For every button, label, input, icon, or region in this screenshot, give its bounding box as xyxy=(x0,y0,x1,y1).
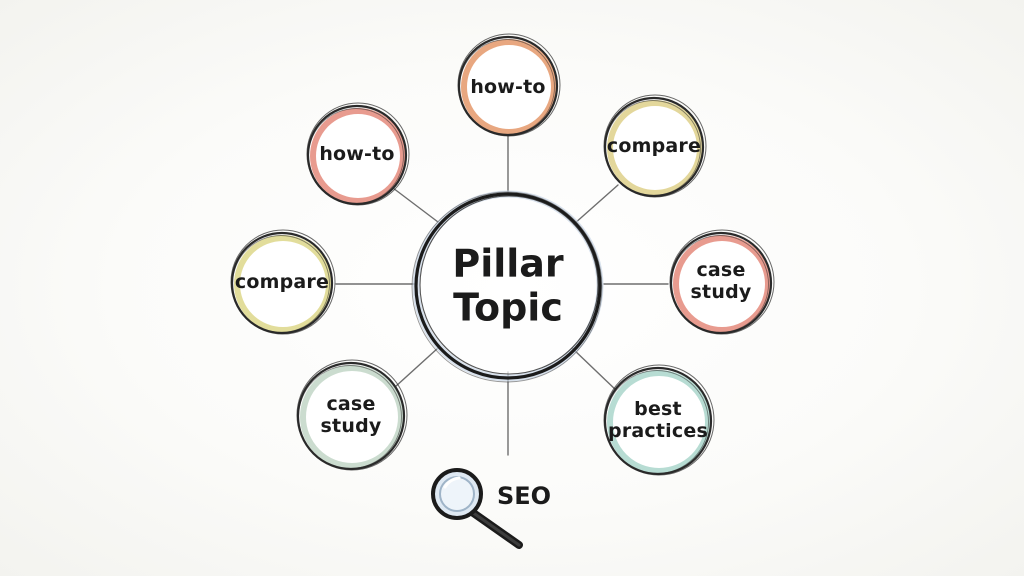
node-best-practices xyxy=(603,364,715,476)
connector-case-study-left xyxy=(394,347,439,388)
node-label-compare-left: compare xyxy=(234,271,330,294)
connector-compare-top-right xyxy=(573,184,619,225)
node-case-study-left xyxy=(296,359,408,471)
node-label-case-study-right: case study xyxy=(690,259,752,303)
magnifying-glass-icon xyxy=(431,468,523,549)
node-label-how-to-top: how-to xyxy=(470,76,546,99)
node-label-how-to-left: how-to xyxy=(319,143,395,166)
connector-best-practices xyxy=(571,347,619,393)
node-label-best-practices: best practices xyxy=(608,398,708,442)
node-how-to-top xyxy=(457,33,561,137)
node-how-to-left xyxy=(306,102,410,206)
node-label-case-study-left: case study xyxy=(320,393,382,437)
connector-how-to-left xyxy=(392,187,439,223)
seo-label: SEO xyxy=(496,482,552,511)
node-compare-left xyxy=(230,229,336,335)
pillar-node xyxy=(411,190,604,383)
pillar-topic-label: Pillar Topic xyxy=(452,241,564,329)
node-case-study-right xyxy=(669,229,775,335)
node-compare-top-right xyxy=(603,94,707,198)
node-label-compare-top-right: compare xyxy=(606,135,702,158)
